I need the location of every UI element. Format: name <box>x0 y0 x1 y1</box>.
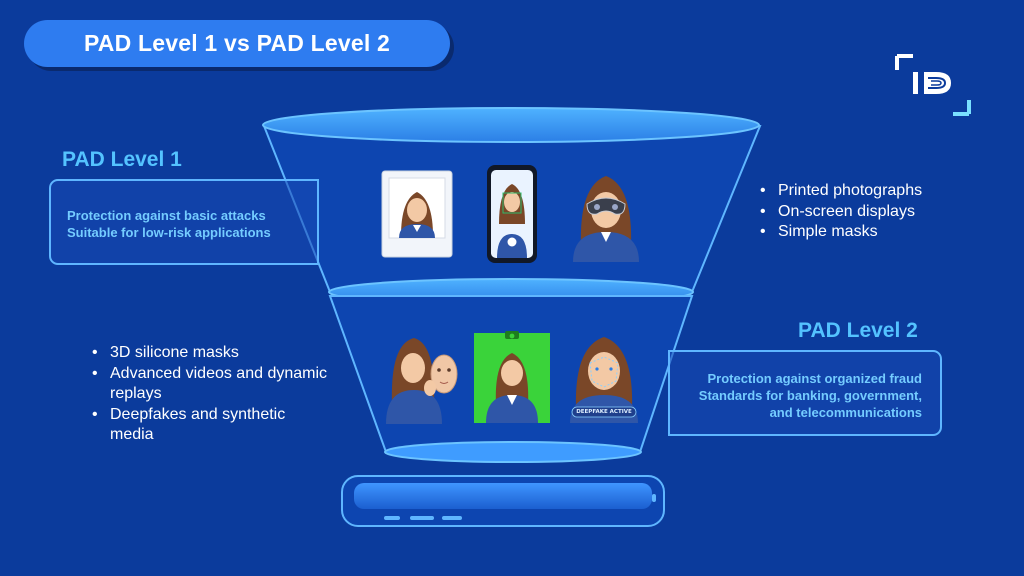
green-screen-video-illustration <box>474 331 550 423</box>
phone-screen-illustration <box>486 164 538 264</box>
level1-description-line: Protection against basic attacks <box>67 208 266 223</box>
level1-heading: PAD Level 1 <box>62 148 182 171</box>
phone-base <box>341 475 665 527</box>
list-item: Printed photographs <box>758 181 922 202</box>
level1-attack-list: Printed photographs On-screen displays S… <box>758 181 922 243</box>
list-item: Advanced videos and dynamic replays <box>90 364 330 405</box>
level2-attack-list: 3D silicone masks Advanced videos and dy… <box>90 343 330 446</box>
id-brand-logo-icon <box>893 54 973 116</box>
level1-description-line: Suitable for low-risk applications <box>67 225 271 240</box>
printed-photo-illustration <box>381 170 453 258</box>
level2-heading: PAD Level 2 <box>798 319 918 342</box>
level2-description-line: and telecommunications <box>769 405 922 420</box>
page-title: PAD Level 1 vs PAD Level 2 <box>83 30 391 56</box>
list-item: On-screen displays <box>758 202 922 223</box>
level1-description-box: Protection against basic attacks Suitabl… <box>49 179 319 265</box>
simple-mask-illustration <box>569 168 643 262</box>
title-pill: PAD Level 1 vs PAD Level 2 <box>24 20 450 67</box>
silicone-mask-illustration <box>386 334 462 424</box>
list-item: 3D silicone masks <box>90 343 330 364</box>
level2-description-line: Standards for banking, government, <box>698 388 922 403</box>
level2-description-line: Protection against organized fraud <box>707 371 922 386</box>
level2-description-box: Protection against organized fraud Stand… <box>668 350 942 436</box>
list-item: Simple masks <box>758 222 922 243</box>
deepfake-badge: DEEPFAKE ACTIVE <box>576 409 632 415</box>
deepfake-illustration: DEEPFAKE ACTIVE <box>566 333 642 423</box>
list-item: Deepfakes and synthetic media <box>90 405 330 446</box>
